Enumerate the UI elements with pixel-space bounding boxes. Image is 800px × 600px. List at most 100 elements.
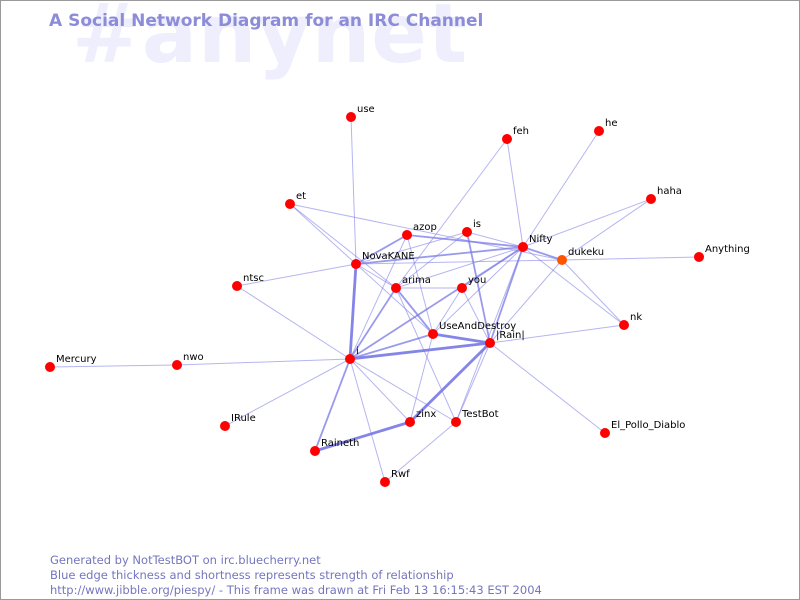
edge-NovaKANE-arima	[355, 263, 397, 289]
edge-Rain-TestBot	[455, 342, 491, 423]
node-Rwf: Rwf	[380, 469, 410, 487]
edge-i-nwo	[176, 358, 351, 366]
node-use: use	[346, 104, 375, 122]
node-dot	[451, 417, 461, 427]
node-label: Mercury	[56, 354, 97, 365]
node-he: he	[594, 118, 618, 136]
node-dot	[594, 126, 604, 136]
node-dot	[502, 134, 512, 144]
edge-NovaKANE-i	[348, 263, 358, 360]
node-nk: nk	[619, 312, 642, 330]
edge-NovaKANE-UseAndDestroy	[355, 263, 434, 335]
node-dot	[402, 230, 412, 240]
edge-haha-dukeku	[561, 198, 652, 261]
edge-dukeku-nk	[561, 259, 625, 326]
node-azop: azop	[402, 222, 437, 240]
node-label: TestBot	[461, 409, 499, 420]
node-haha: haha	[646, 186, 682, 204]
edge-Nifty-Rain	[489, 246, 524, 344]
node-Raineth: Raineth	[310, 438, 359, 456]
node-dot	[518, 242, 528, 252]
edge-Nifty-arima	[395, 246, 524, 289]
node-dot	[694, 252, 704, 262]
node-dot	[557, 255, 567, 265]
node-label: is	[473, 219, 481, 230]
node-label: azop	[413, 222, 437, 233]
node-El_Pollo_Diablo: El_Pollo_Diablo	[600, 420, 685, 438]
node-dot	[172, 360, 182, 370]
edge-arima-i	[349, 287, 397, 360]
node-label: feh	[513, 126, 529, 137]
node-dot	[380, 477, 390, 487]
edge-he-Nifty	[522, 130, 600, 248]
edge-arima-TestBot	[395, 287, 457, 423]
node-dot	[462, 227, 472, 237]
node-label: you	[468, 275, 486, 286]
node-label: Nifty	[529, 234, 553, 245]
node-dot	[351, 259, 361, 269]
node-dot	[45, 362, 55, 372]
node-Anything: Anything	[694, 244, 750, 262]
edge-dukeku-Anything	[561, 256, 700, 261]
edge-feh-Nifty	[506, 138, 524, 248]
node-Mercury: Mercury	[45, 354, 97, 372]
edge-azop-NovaKANE	[355, 234, 408, 265]
node-dot	[232, 281, 242, 291]
node-Nifty: Nifty	[518, 234, 553, 252]
edge-ntsc-i	[236, 285, 351, 360]
edge-Nifty-dukeku	[522, 246, 563, 261]
node-label: nwo	[183, 352, 204, 363]
edge-azop-UseAndDestroy	[406, 234, 434, 335]
footer-generated-by: Generated by NotTestBOT on irc.bluecherr…	[50, 553, 321, 567]
node-label: UseAndDestroy	[439, 321, 516, 332]
edge-et-NovaKANE	[289, 203, 357, 265]
node-label: haha	[657, 186, 682, 197]
node-UseAndDestroy: UseAndDestroy	[428, 321, 516, 339]
edge-you-Rain	[461, 287, 491, 344]
node-label: Raineth	[321, 438, 359, 449]
node-dot	[346, 112, 356, 122]
node-label: use	[357, 104, 375, 115]
node-TestBot: TestBot	[451, 409, 499, 427]
footer-url-timestamp: http://www.jibble.org/piespy/ - This fra…	[50, 583, 542, 597]
node-dot	[428, 329, 438, 339]
node-et: et	[285, 191, 306, 209]
node-label: Rwf	[391, 469, 410, 480]
edge-layer	[49, 116, 700, 483]
edge-you-UseAndDestroy	[432, 287, 463, 335]
node-label: El_Pollo_Diablo	[611, 420, 685, 431]
edge-is-Rain	[466, 231, 491, 344]
edge-use-NovaKANE	[350, 116, 357, 265]
edge-i-Rwf	[349, 358, 386, 483]
edge-UseAndDestroy-Rain	[432, 332, 491, 345]
edge-haha-Nifty	[522, 198, 652, 248]
edge-is-NovaKANE	[355, 231, 468, 265]
node-dot	[345, 354, 355, 364]
edge-i-TestBot	[349, 358, 457, 423]
node-ntsc: ntsc	[232, 273, 264, 291]
node-dukeku: dukeku	[557, 247, 604, 265]
edge-azop-i	[349, 234, 408, 360]
edge-Nifty-TestBot	[455, 246, 524, 423]
edge-is-arima	[395, 231, 468, 289]
node-label: |Rain|	[496, 330, 525, 341]
edge-TestBot-Rwf	[384, 421, 457, 483]
node-label: ntsc	[243, 273, 264, 284]
edge-Rain-i	[349, 341, 491, 361]
edge-Rain-El_Pollo_Diablo	[489, 342, 606, 434]
edge-azop-Nifty	[406, 234, 524, 248]
node-dot	[485, 338, 495, 348]
node-zinx: zinx	[405, 409, 436, 427]
node-arima: arima	[391, 275, 431, 293]
edge-Nifty-NovaKANE	[355, 246, 524, 265]
node-label: IRule	[231, 413, 256, 424]
node-is: is	[462, 219, 481, 237]
edge-i-Raineth	[314, 358, 351, 452]
edge-NovaKANE-ntsc	[236, 263, 357, 287]
edge-Nifty-i	[349, 246, 524, 360]
edge-arima-UseAndDestroy	[395, 287, 434, 335]
node-IRule: IRule	[220, 413, 256, 431]
node-dot	[285, 199, 295, 209]
